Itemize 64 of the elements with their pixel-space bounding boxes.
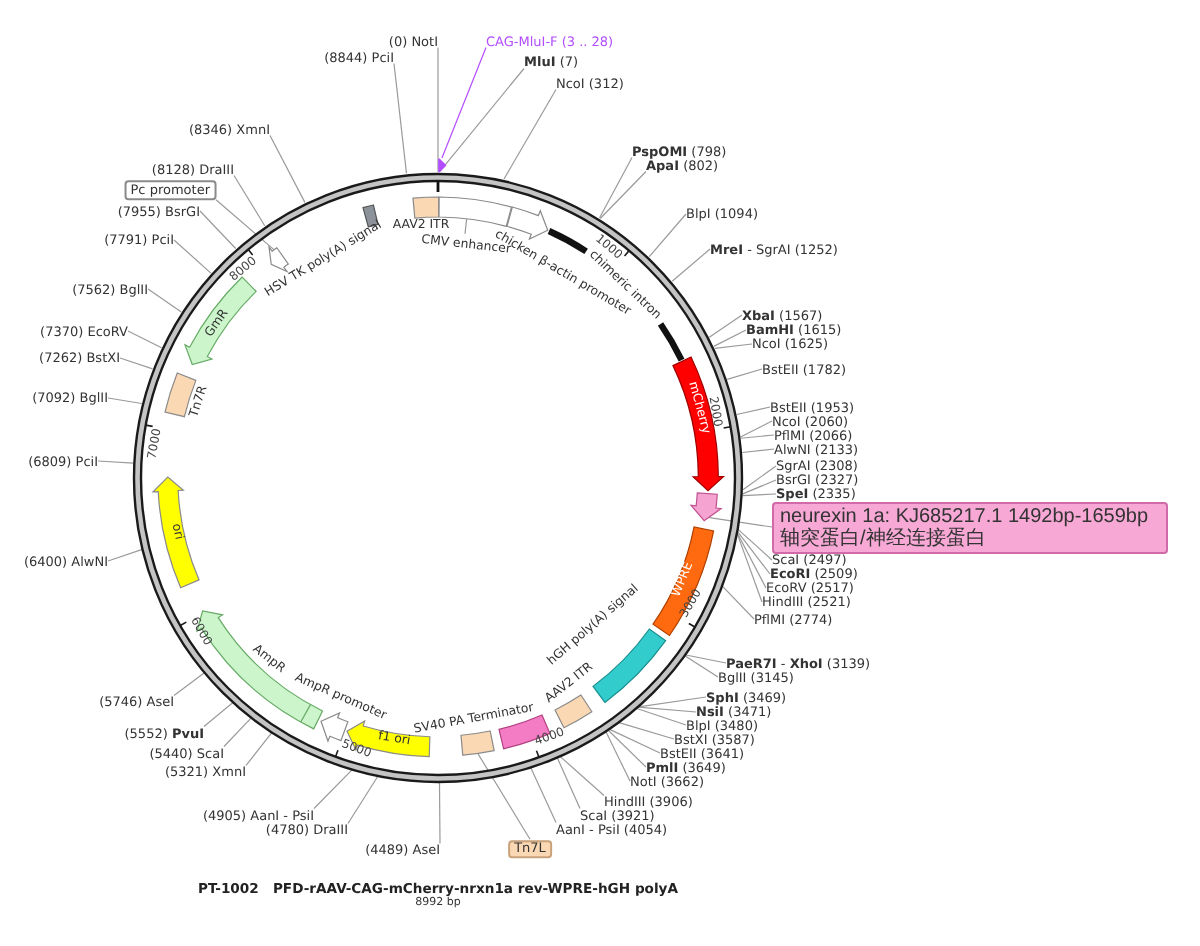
leader-line xyxy=(605,731,631,782)
leader-line xyxy=(477,753,531,840)
leader-line xyxy=(530,767,557,824)
leader-line xyxy=(173,672,205,697)
leader-line xyxy=(503,88,557,180)
leader-line xyxy=(741,448,775,454)
leader-line xyxy=(742,479,777,495)
leader-line xyxy=(684,655,719,678)
leader-line xyxy=(742,493,777,497)
leader-line xyxy=(737,534,763,603)
feature-block xyxy=(411,196,439,219)
leader-line xyxy=(598,156,633,219)
leader-line xyxy=(556,757,581,810)
leader-line xyxy=(740,434,775,439)
leader-line xyxy=(708,517,773,528)
leader-line xyxy=(393,62,408,175)
leader-line xyxy=(722,586,755,620)
leader-line xyxy=(438,67,525,173)
feature-block xyxy=(460,731,495,757)
leader-line xyxy=(637,706,697,713)
leader-line xyxy=(245,732,273,767)
leader-line xyxy=(347,775,379,825)
leader-line xyxy=(441,46,487,159)
leader-line xyxy=(737,533,767,589)
leader-line xyxy=(233,174,266,227)
leader-line xyxy=(173,239,212,274)
leader-line xyxy=(607,729,647,768)
leader-line xyxy=(726,368,763,380)
leader-line xyxy=(215,199,275,251)
leader-line xyxy=(127,330,163,349)
leader-line xyxy=(313,769,353,810)
leader-line xyxy=(737,531,771,575)
leader-line xyxy=(648,213,687,258)
leader-line xyxy=(223,717,252,748)
leader-line xyxy=(559,756,605,797)
directional-feature-block xyxy=(268,246,289,273)
leader-line xyxy=(671,248,711,282)
leader-line xyxy=(203,702,234,728)
leader-line xyxy=(199,210,237,250)
leader-line xyxy=(713,329,747,347)
feature-name-tag: neurexin 1a: KJ685217.1 1492bp-1659bp 轴突蛋白/神经连接蛋白 xyxy=(772,501,1168,553)
leader-line xyxy=(269,134,306,203)
leader-line xyxy=(107,397,143,405)
leader-line xyxy=(638,696,707,708)
leader-line xyxy=(464,218,468,235)
leader-line xyxy=(438,781,441,845)
leader-line xyxy=(147,288,182,313)
leader-line xyxy=(714,343,753,349)
leader-line xyxy=(685,654,727,664)
leader-line xyxy=(739,420,773,438)
leader-line xyxy=(738,529,773,561)
leader-line xyxy=(636,707,687,726)
leader-line xyxy=(708,314,743,338)
directional-feature-block xyxy=(690,492,722,522)
leader-line xyxy=(97,460,134,464)
leader-line xyxy=(618,722,675,740)
leader-line xyxy=(599,170,647,220)
leader-line xyxy=(736,406,771,416)
leader-line xyxy=(119,357,154,370)
primer-marker xyxy=(437,157,446,172)
leader-line xyxy=(437,46,439,173)
leader-line xyxy=(609,728,661,754)
leader-line xyxy=(742,465,777,491)
leader-line xyxy=(107,549,143,562)
